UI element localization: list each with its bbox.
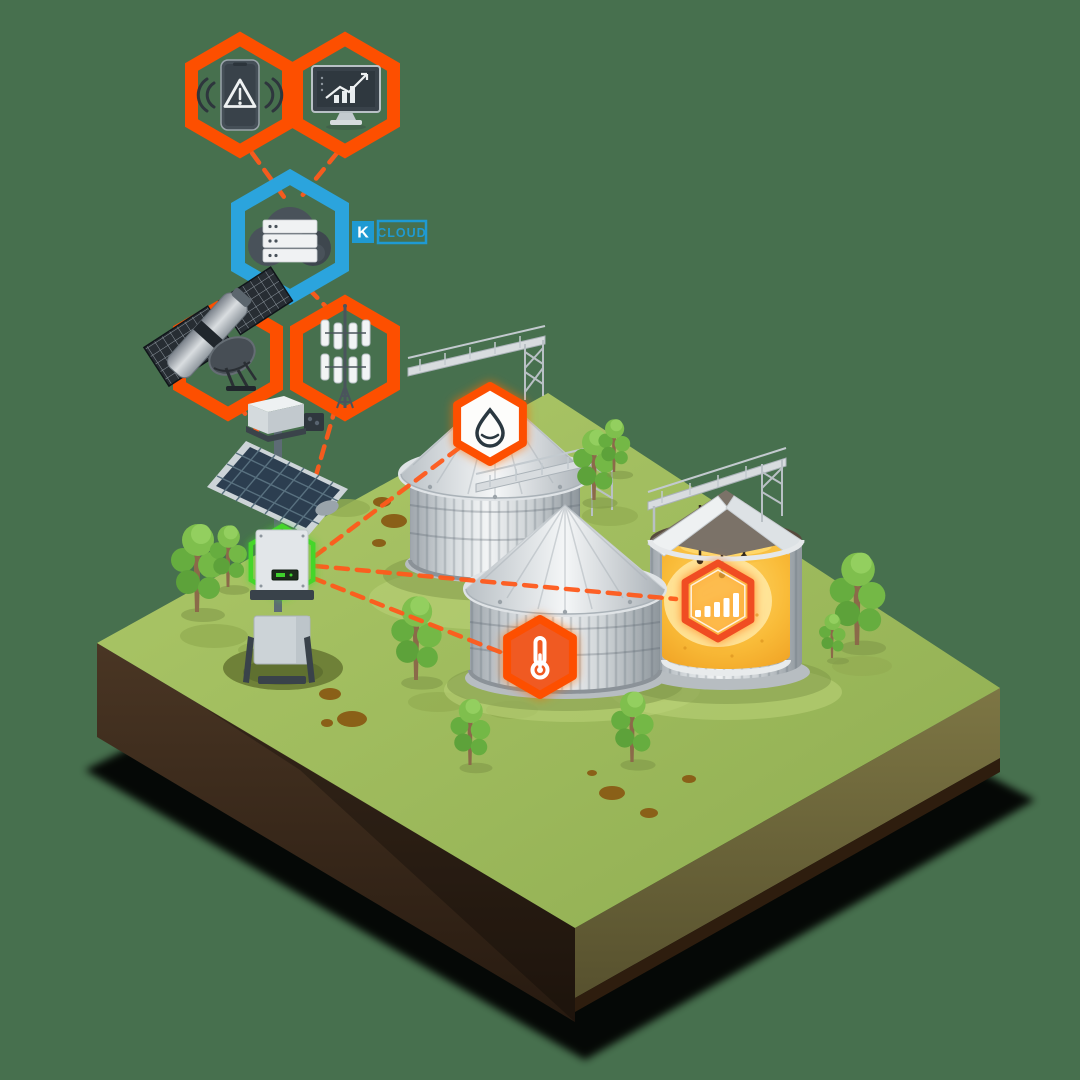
tree-shadow <box>582 497 618 509</box>
terrain-right-face <box>575 688 1000 998</box>
dirt-patch <box>321 719 333 727</box>
dirt-patches <box>319 497 696 818</box>
battery-box <box>253 615 311 665</box>
hexagon-ring <box>290 294 400 422</box>
tree-shadow <box>620 759 656 771</box>
kcloud-cloud-label: CLOUD <box>377 226 426 240</box>
silo-open-roof <box>647 490 805 562</box>
cell-tower-icon <box>320 304 371 409</box>
tree-shadow <box>218 585 250 595</box>
monitoring-station <box>207 396 348 690</box>
satellite-icon <box>142 266 294 391</box>
hexagon-ring <box>290 31 400 159</box>
dish-antenna <box>208 336 258 391</box>
phone-alert-node <box>185 31 295 159</box>
tree-shadow <box>459 762 493 774</box>
solar-panel <box>207 441 348 535</box>
cell-tower-node <box>290 294 400 422</box>
gateway-brand-label <box>271 569 299 581</box>
gateway-device <box>250 529 314 600</box>
tree-shadow <box>401 676 443 690</box>
dirt-patch <box>319 688 341 700</box>
dirt-patch <box>599 786 625 800</box>
dirt-patch <box>587 770 597 776</box>
connection-dashed-line <box>312 563 679 602</box>
dirt-patch <box>337 711 367 727</box>
terrain-left-face <box>97 643 575 1022</box>
connection-dashed-line <box>299 403 339 527</box>
moisture-drop-icon <box>475 407 505 448</box>
monitor-analytics-node <box>290 31 400 159</box>
tree-shadow <box>606 470 634 480</box>
monitor-analytics-icon <box>311 65 381 130</box>
grain-level-badge <box>681 559 755 643</box>
dirt-patch <box>372 539 386 547</box>
silo-catwalk <box>647 447 787 532</box>
satellite-dish-node <box>142 266 294 422</box>
grass-patch <box>582 506 638 526</box>
tree-shadow <box>181 608 225 622</box>
cloud-server-icon <box>248 207 331 266</box>
dirt-patch <box>381 514 407 528</box>
moisture-badge <box>453 382 527 466</box>
dirt-patch <box>682 775 696 783</box>
temperature-badge <box>503 615 577 699</box>
terrain-right-face-strip <box>575 758 1000 1012</box>
grain-level-bars-icon <box>695 593 739 617</box>
kcloud-brand-badge: K CLOUD <box>352 219 428 245</box>
tree-shadow <box>839 640 887 656</box>
connection-dashed-line <box>312 445 462 559</box>
dirt-patch <box>640 808 658 818</box>
electronics-enclosure <box>246 396 306 442</box>
phone-alert-icon <box>196 59 284 131</box>
tripod-legs <box>243 636 315 684</box>
tree-shadow <box>827 657 849 665</box>
kcloud-k-label: K <box>357 225 369 242</box>
thermometer-icon <box>530 636 550 680</box>
silo-catwalk <box>407 325 546 400</box>
hexagon-ring <box>185 31 295 159</box>
grass-patch <box>180 624 248 648</box>
connection-dashed-line <box>310 575 503 655</box>
trees <box>171 419 887 774</box>
